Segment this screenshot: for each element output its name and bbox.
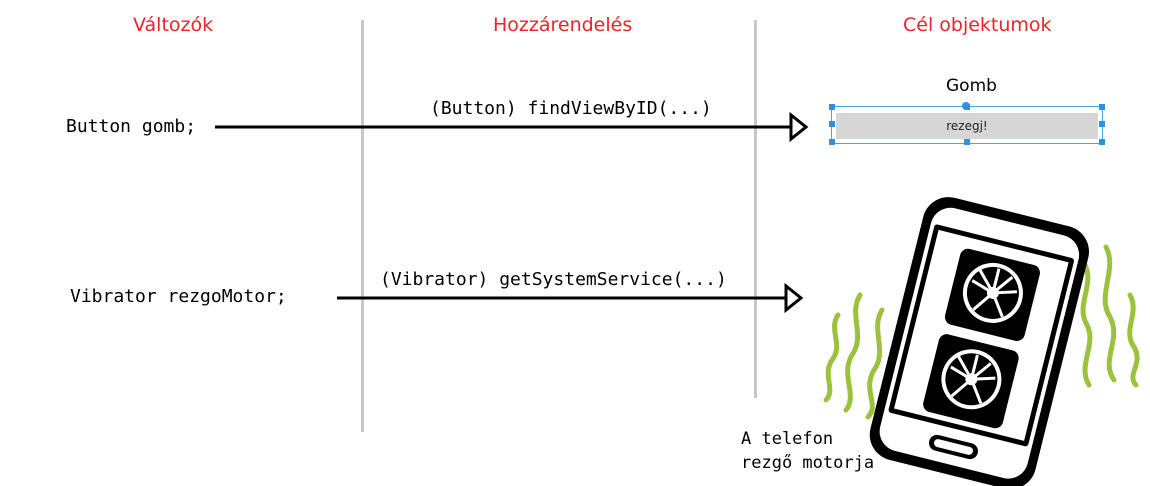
method-findviewbyid: (Button) findViewByID(...)	[430, 98, 712, 119]
phone-caption-line1: A telefon	[741, 429, 834, 449]
phone-caption: A telefon rezgő motorja	[741, 427, 874, 475]
selection-handle	[829, 121, 835, 127]
arrow-icon	[215, 111, 809, 143]
rezegj-button[interactable]: rezegj!	[836, 113, 1098, 139]
divider-left	[361, 20, 364, 432]
vibration-wave-icon	[823, 292, 885, 420]
selection-handle	[1099, 121, 1105, 127]
vibration-wave-icon	[1080, 244, 1140, 388]
variable-vibrator: Vibrator rezgoMotor;	[70, 286, 287, 307]
vibration-motor-icon	[944, 248, 1040, 341]
arrow-icon	[337, 282, 804, 314]
phone-icon	[823, 197, 1140, 486]
header-assignment: Hozzárendelés	[493, 14, 633, 36]
variable-button: Button gomb;	[66, 116, 197, 137]
vibration-motor-icon	[923, 334, 1019, 429]
button-target: rezegj!	[829, 102, 1105, 145]
header-variables: Változók	[133, 14, 214, 36]
phone-caption-line2: rezgő motorja	[741, 453, 875, 473]
header-targets: Cél objektumok	[903, 14, 1052, 36]
selection-handle	[964, 139, 970, 145]
selection-handle	[1099, 104, 1105, 110]
selection-handle	[829, 139, 835, 145]
button-target-title: Gomb	[946, 76, 997, 96]
anchor-dot-icon	[962, 102, 970, 110]
method-getsystemservice: (Vibrator) getSystemService(...)	[380, 269, 727, 290]
selection-handle	[1099, 139, 1105, 145]
selection-handle	[829, 104, 835, 110]
divider-right	[754, 20, 757, 398]
